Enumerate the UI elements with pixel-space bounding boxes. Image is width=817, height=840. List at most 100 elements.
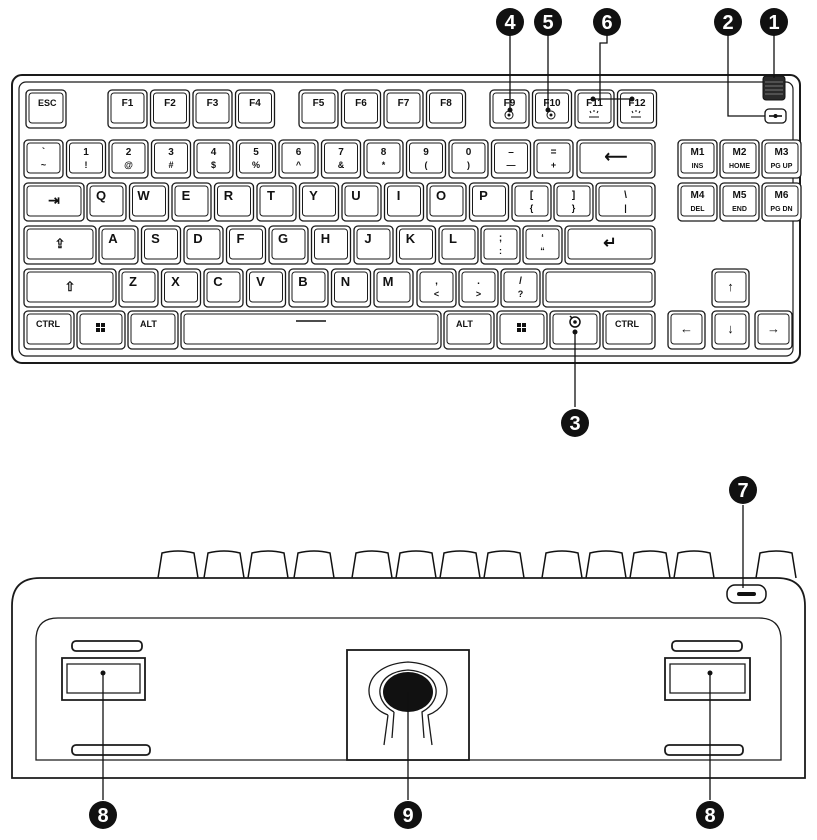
key-label-m1: M1 — [691, 147, 705, 158]
key-n1: 1! — [65, 139, 107, 179]
key-s: S — [140, 225, 182, 265]
key-m: M — [373, 268, 414, 308]
key-label-arrow_down: ↓ — [727, 321, 734, 336]
back-keycap — [293, 550, 335, 579]
key-f11: F11 — [574, 89, 615, 129]
key-caps: ⇪ — [23, 225, 97, 265]
key-label-m: M — [383, 274, 394, 289]
key-n6: 6^ — [278, 139, 319, 179]
callout-5: 5 — [534, 8, 562, 36]
key-label-f5: F5 — [313, 98, 325, 109]
key-n2: 2@ — [108, 139, 149, 179]
key-label-m3_sub: PG UP — [771, 163, 793, 170]
key-label-m4: M4 — [691, 190, 705, 201]
key-label-lalt: ALT — [140, 319, 157, 329]
key-f4: F4 — [234, 89, 276, 129]
key-lctrl: CTRL — [23, 310, 75, 350]
key-label-f3: F3 — [207, 98, 219, 109]
back-keycap — [483, 550, 525, 579]
key-label-i: I — [397, 188, 401, 203]
key-label-minus_bottom: — — [507, 160, 516, 170]
key-g: G — [268, 225, 309, 265]
key-f8: F8 — [425, 89, 467, 129]
key-label-n8_bottom: * — [382, 160, 386, 170]
key-label-f6: F6 — [355, 98, 367, 109]
key-label-arrow_up: ↑ — [727, 279, 734, 294]
key-label-backslash_top: \ — [624, 190, 627, 201]
key-n4: 4$ — [193, 139, 234, 179]
key-n7: 7& — [320, 139, 362, 179]
key-label-g: G — [278, 231, 288, 246]
usb-port — [726, 584, 767, 604]
key-label-rctrl: CTRL — [615, 319, 639, 329]
key-label-m2: M2 — [733, 147, 747, 158]
key-n: N — [330, 268, 372, 308]
back-keycap — [541, 550, 583, 579]
key-label-z: Z — [129, 274, 137, 289]
key-n8: 8* — [363, 139, 404, 179]
key-label-slash_bottom: ? — [518, 289, 524, 299]
key-label-lbracket_bottom: { — [530, 203, 534, 213]
key-label-n8_top: 8 — [381, 147, 387, 158]
key-minus: –— — [490, 139, 532, 179]
key-label-quote_top: ‘ — [541, 233, 544, 244]
callout-3-label: 3 — [569, 413, 580, 435]
key-label-esc: ESC — [38, 98, 57, 108]
key-label-comma_bottom: < — [434, 289, 439, 299]
key-w: W — [128, 182, 170, 222]
brightness-up-icon — [631, 110, 641, 118]
key-arrow-right: → — [754, 310, 793, 350]
callout-5-label: 5 — [542, 12, 553, 34]
windows-logo-icon — [96, 323, 105, 332]
key-f10: F10 — [531, 89, 573, 129]
key-arrow-up: ↑ — [711, 268, 750, 308]
key-label-h: H — [321, 231, 330, 246]
key-label-n7_bottom: & — [338, 160, 345, 170]
key-label-lbracket_top: [ — [530, 190, 534, 201]
key-label-n6_top: 6 — [296, 147, 302, 158]
key-label-j: J — [364, 231, 371, 246]
key-rbracket: ]} — [553, 182, 594, 222]
key-label-p: P — [479, 188, 488, 203]
callout-4-label: 4 — [504, 12, 516, 34]
callout-8-right-label: 8 — [704, 805, 715, 827]
key-z: Z — [118, 268, 159, 308]
key-label-e: E — [182, 188, 191, 203]
back-keycap — [351, 550, 393, 579]
steelseries-logo-icon — [569, 315, 581, 328]
key-tilde: `~ — [23, 139, 64, 179]
key-label-quote_bottom: “ — [540, 246, 545, 256]
key-arrow-left: ← — [667, 310, 706, 350]
key-label-q: Q — [96, 188, 106, 203]
key-label-f11: F11 — [586, 98, 603, 109]
key-rwin — [496, 310, 548, 350]
usb-cable-switch-icon — [764, 108, 787, 124]
key-label-r: R — [224, 188, 234, 203]
callout-4: 4 — [496, 8, 524, 36]
key-label-f4: F4 — [249, 98, 261, 109]
key-label-n4_top: 4 — [211, 147, 217, 158]
key-esc: ESC — [25, 89, 67, 129]
back-keycap — [203, 550, 245, 579]
key-label-arrow_right: → — [767, 321, 780, 336]
key-label-f: F — [237, 231, 245, 246]
back-keycaps — [157, 550, 797, 579]
key-label-k: K — [406, 231, 416, 246]
key-label-s: S — [151, 231, 160, 246]
key-f7: F7 — [383, 89, 424, 129]
key-label-lctrl: CTRL — [36, 319, 60, 329]
key-comma: ,< — [416, 268, 457, 308]
key-label-f8: F8 — [440, 98, 452, 109]
keyboard-back-panel — [35, 617, 782, 761]
key-label-l: L — [449, 231, 457, 246]
key-b: B — [288, 268, 329, 308]
brightness-down-icon — [589, 110, 599, 118]
key-label-period_top: . — [477, 276, 480, 287]
key-label-arrow_left: ← — [680, 321, 693, 336]
key-label-minus_top: – — [508, 147, 514, 158]
key-label-n_tilde_bottom: ~ — [41, 160, 46, 170]
key-n3: 3# — [150, 139, 192, 179]
